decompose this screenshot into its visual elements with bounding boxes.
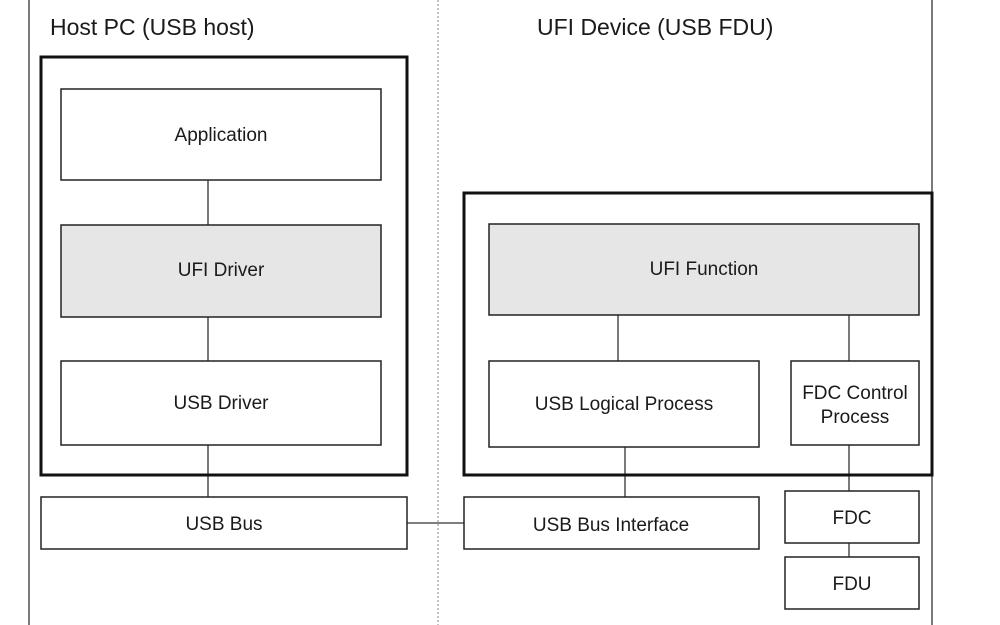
usb-bus-interface-box: USB Bus Interface [463, 496, 760, 550]
ufi-function-box: UFI Function [488, 223, 920, 316]
usb-logical-process-label: USB Logical Process [535, 394, 713, 415]
usb-bus-label: USB Bus [185, 514, 262, 535]
device-section-title: UFI Device (USB FDU) [537, 14, 773, 40]
device-firmware-frame [462, 191, 934, 477]
usb-driver-label: USB Driver [173, 393, 269, 414]
fdu-box: FDU [784, 556, 920, 610]
fdc-label: FDC [832, 508, 871, 529]
fdc-box: FDC [784, 490, 920, 544]
ufi-driver-box: UFI Driver [60, 224, 382, 318]
usb-logical-process-box: USB Logical Process [488, 360, 760, 448]
host-software-frame [39, 55, 409, 477]
ufi-driver-label: UFI Driver [178, 260, 265, 281]
fdu-label: FDU [832, 574, 871, 595]
ufi-function-label: UFI Function [650, 259, 759, 280]
usb-bus-box: USB Bus [40, 496, 408, 550]
application-box: Application [60, 88, 382, 181]
usb-driver-box: USB Driver [60, 360, 382, 446]
application-label: Application [175, 125, 268, 146]
host-section-title: Host PC (USB host) [50, 14, 255, 40]
fdc-control-process-label-line2: Process [821, 407, 890, 428]
fdc-control-process-label-line1: FDC Control [802, 383, 908, 404]
fdc-control-process-box: FDC Control Process [790, 360, 920, 446]
usb-bus-interface-label: USB Bus Interface [533, 515, 689, 536]
